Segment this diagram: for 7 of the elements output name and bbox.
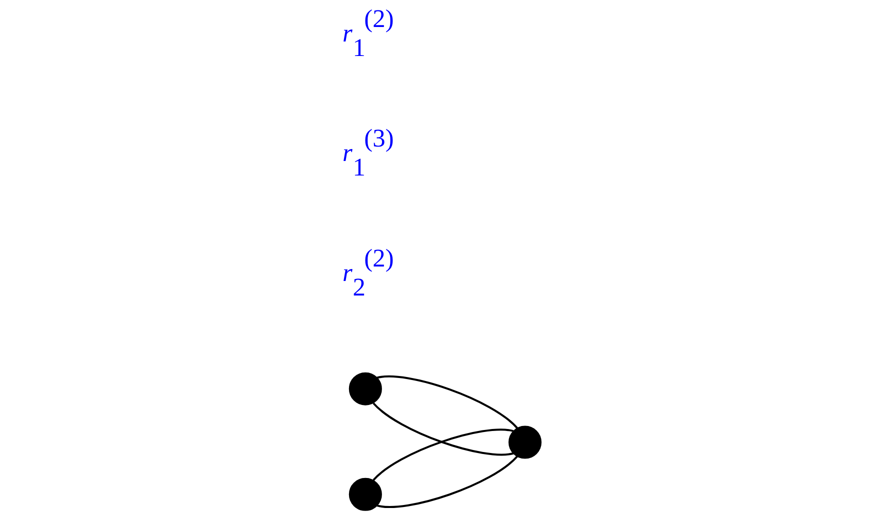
node-circle <box>348 478 382 511</box>
connector <box>376 456 518 508</box>
connector <box>372 428 513 481</box>
connector <box>372 402 513 456</box>
node-circle <box>508 426 542 459</box>
connector <box>376 376 518 429</box>
node-circle <box>348 372 382 406</box>
